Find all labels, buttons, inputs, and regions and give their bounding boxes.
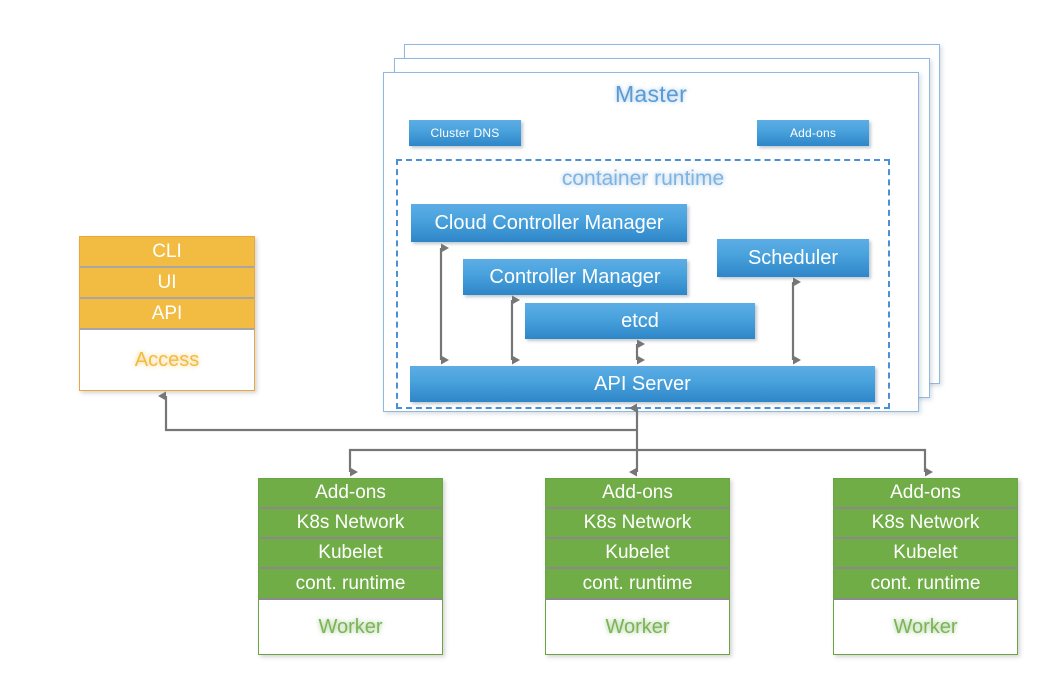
worker-2-layer-network-label: K8s Network [583,512,692,533]
access-footer-label: Access [134,348,200,371]
worker-3-layer-runtime-label: cont. runtime [870,572,981,594]
worker-1-footer-label: Worker [318,615,383,638]
worker-3-footer-label: Worker [893,615,958,638]
container-runtime-title: container runtime [561,167,725,190]
access-layer-cli[interactable]: CLI [80,237,254,268]
access-layer-ui-label: UI [157,271,177,293]
worker-2-layer-addons[interactable]: Add-ons [546,479,729,509]
worker-2-footer-label: Worker [605,615,670,638]
worker-3-layer-addons-label: Add-ons [890,482,961,503]
worker-1-footer: Worker [259,600,442,654]
worker-3-layer-kubelet[interactable]: Kubelet [834,539,1017,569]
worker-2-layer-runtime[interactable]: cont. runtime [546,569,729,600]
arrow-apiserver-worker-3 [637,448,933,477]
cluster-dns-label: Cluster DNS [430,125,500,140]
arrow-apiserver-worker-1 [348,448,637,477]
worker-3-layer-network-label: K8s Network [871,512,980,533]
worker-1-layer-kubelet[interactable]: Kubelet [259,539,442,569]
cluster-dns-box[interactable]: Cluster DNS [409,120,521,146]
worker-2-layer-addons-label: Add-ons [602,482,673,503]
scheduler-box[interactable]: Scheduler [717,239,869,277]
master-addons-label: Add-ons [789,125,837,140]
cloud-controller-manager-label: Cloud Controller Manager [434,211,664,234]
worker-2-layer-runtime-label: cont. runtime [582,572,693,594]
api-server-label: API Server [594,372,691,395]
etcd-box[interactable]: etcd [525,303,755,339]
access-layer-api-label: API [151,302,183,324]
controller-manager-label: Controller Manager [489,265,661,288]
access-stack: CLI UI API Access [79,236,255,391]
access-layer-ui[interactable]: UI [80,268,254,299]
container-runtime-box: container runtime [396,159,890,409]
access-footer: Access [80,330,254,390]
scheduler-label: Scheduler [747,246,839,269]
worker-3-layer-network[interactable]: K8s Network [834,509,1017,539]
worker-node-3: Add-ons K8s Network Kubelet cont. runtim… [833,478,1018,655]
worker-2-layer-kubelet-label: Kubelet [605,542,670,563]
api-server-box[interactable]: API Server [410,366,875,402]
etcd-label: etcd [621,309,659,332]
access-layer-cli-label: CLI [152,240,182,262]
worker-1-layer-runtime[interactable]: cont. runtime [259,569,442,600]
access-layer-api[interactable]: API [80,299,254,330]
controller-manager-box[interactable]: Controller Manager [463,259,687,295]
cloud-controller-manager-box[interactable]: Cloud Controller Manager [411,204,687,242]
worker-node-1: Add-ons K8s Network Kubelet cont. runtim… [258,478,443,655]
worker-1-layer-kubelet-label: Kubelet [318,542,383,563]
worker-2-footer: Worker [546,600,729,654]
worker-1-layer-addons-label: Add-ons [315,482,386,503]
worker-1-layer-network-label: K8s Network [296,512,405,533]
worker-3-footer: Worker [834,600,1017,654]
worker-3-layer-runtime[interactable]: cont. runtime [834,569,1017,600]
worker-2-layer-network[interactable]: K8s Network [546,509,729,539]
worker-3-layer-addons[interactable]: Add-ons [834,479,1017,509]
worker-node-2: Add-ons K8s Network Kubelet cont. runtim… [545,478,730,655]
worker-2-layer-kubelet[interactable]: Kubelet [546,539,729,569]
worker-1-layer-addons[interactable]: Add-ons [259,479,442,509]
master-title: Master [614,81,688,107]
worker-1-layer-network[interactable]: K8s Network [259,509,442,539]
worker-1-layer-runtime-label: cont. runtime [295,572,406,594]
master-addons-box[interactable]: Add-ons [757,120,869,146]
worker-3-layer-kubelet-label: Kubelet [893,542,958,563]
